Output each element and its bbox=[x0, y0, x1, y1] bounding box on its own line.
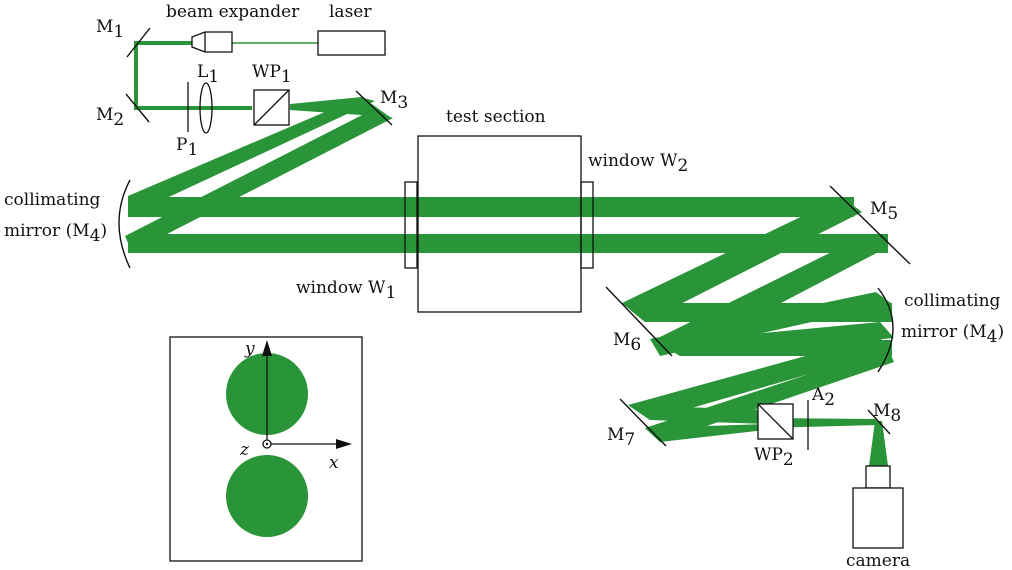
collimating-mirror-right bbox=[877, 287, 894, 373]
beam-col-m7-a bbox=[628, 336, 892, 420]
beam-m1-m2-wp1 bbox=[134, 41, 252, 110]
beam-col-m6-cross-b bbox=[690, 322, 894, 356]
laser-box bbox=[317, 30, 386, 56]
camera-body bbox=[852, 487, 904, 549]
mirror-m8 bbox=[867, 409, 891, 435]
label-m8: M8 bbox=[873, 401, 901, 426]
window-w2 bbox=[580, 181, 594, 269]
label-wp1: WP1 bbox=[252, 62, 292, 87]
wp2-diagonal bbox=[757, 403, 794, 440]
y-axis-arrowhead bbox=[262, 340, 272, 356]
label-l1: L1 bbox=[197, 62, 219, 87]
label-test-section: test section bbox=[446, 107, 546, 127]
lens-l1 bbox=[199, 82, 213, 134]
beam-m7-wp2 bbox=[628, 405, 765, 424]
label-axis-z: z bbox=[239, 440, 250, 460]
beam-expander bbox=[191, 31, 233, 53]
label-m3: M3 bbox=[380, 88, 408, 113]
beam-m3-col-upper bbox=[128, 97, 375, 216]
beam-lower-horizontal bbox=[128, 234, 888, 253]
label-m6: M6 bbox=[613, 330, 641, 355]
label-m5: M5 bbox=[870, 199, 898, 224]
label-window-w2: window W2 bbox=[588, 151, 688, 176]
mirror-m2 bbox=[125, 93, 150, 123]
collimating-mirror-left bbox=[118, 179, 131, 269]
label-m7: M7 bbox=[607, 425, 635, 450]
window-w1 bbox=[404, 181, 418, 269]
label-axis-y: y bbox=[244, 339, 255, 359]
label-a2: A2 bbox=[811, 385, 835, 410]
x-axis-arrowhead bbox=[336, 439, 352, 449]
camera-lens bbox=[865, 465, 891, 489]
inset-frame bbox=[169, 336, 363, 562]
beam-upper-horizontal bbox=[128, 197, 854, 217]
label-collimating-right-line2: mirror (M4) bbox=[901, 322, 1004, 347]
label-collimating-left-line1: collimating bbox=[4, 190, 101, 210]
beam-m5-m6-a bbox=[622, 197, 862, 322]
mirror-m5 bbox=[829, 185, 911, 265]
wp1-diagonal bbox=[253, 89, 290, 126]
label-p1: P1 bbox=[176, 135, 198, 160]
mirror-m3 bbox=[355, 90, 393, 126]
label-collimating-left-line2: mirror (M4) bbox=[4, 221, 107, 246]
label-camera: camera bbox=[846, 551, 910, 570]
beam-m8-camera bbox=[869, 421, 888, 466]
beam-spot-lower bbox=[226, 455, 308, 537]
label-beam-expander: beam expander bbox=[166, 2, 300, 22]
label-window-w1: window W1 bbox=[296, 278, 396, 303]
beam-m7-wp2-b bbox=[645, 424, 765, 442]
beam-m5-m6-b bbox=[654, 234, 888, 356]
label-m1: M1 bbox=[96, 17, 124, 42]
label-collimating-right-line1: collimating bbox=[904, 291, 1001, 311]
mirror-m7 bbox=[619, 398, 667, 447]
label-wp2: WP2 bbox=[754, 445, 794, 470]
mirror-m6 bbox=[605, 286, 673, 357]
mirror-m1 bbox=[126, 27, 151, 58]
label-laser: laser bbox=[329, 2, 372, 22]
z-axis-dot bbox=[265, 442, 269, 446]
cross-section-inset bbox=[169, 336, 363, 562]
label-m2: M2 bbox=[96, 105, 124, 130]
test-section bbox=[417, 135, 582, 313]
beam-paths bbox=[125, 41, 894, 466]
label-axis-x: x bbox=[329, 453, 339, 473]
